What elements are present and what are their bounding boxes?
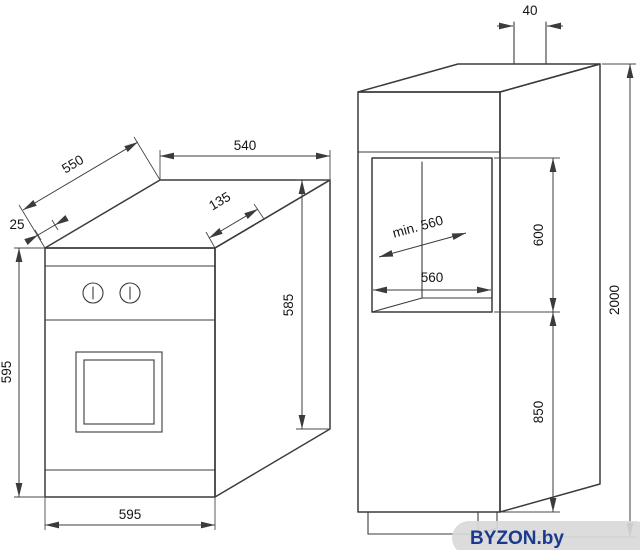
dim-cabinet-niche-height: 600 (494, 157, 560, 313)
extension-lines (205, 203, 265, 249)
extension-lines (494, 157, 560, 313)
dim-label-base-height: 850 (531, 401, 546, 424)
oven-drawing (44, 179, 331, 498)
dim-oven-front-lip: 25 (9, 215, 69, 245)
dim-label-vent-gap: 40 (522, 3, 537, 18)
watermark-pill (452, 521, 640, 550)
dim-oven-body-height: 585 (281, 179, 330, 430)
dim-label-niche-height: 600 (531, 224, 546, 247)
dim-oven-body-width: 540 (159, 138, 331, 180)
cabinet-front-face (357, 91, 501, 513)
dim-oven-front-width: 595 (44, 497, 216, 530)
dim-label-oven-body-height: 585 (281, 294, 296, 317)
dimension-line (208, 208, 259, 239)
leader-arrow-left (24, 234, 39, 245)
cabinet-drawing (357, 21, 601, 535)
watermark: BYZON.by (452, 521, 640, 550)
dim-label-niche-width: 560 (421, 270, 444, 285)
dim-oven-front-height: 595 (0, 247, 45, 498)
niche-opening (371, 157, 493, 313)
dim-oven-panel-depth: 135 (205, 189, 265, 249)
cabinet-top-face (357, 63, 601, 93)
knob-right (119, 282, 141, 304)
oven-door-window (75, 351, 163, 433)
dim-label-oven-body-width: 540 (234, 138, 257, 153)
vent-notch-lines (513, 21, 547, 65)
dim-label-oven-front-lip: 25 (9, 217, 24, 232)
dimension-line (22, 141, 139, 211)
knob-left (82, 282, 104, 304)
extension-lines (296, 179, 330, 430)
dim-label-oven-panel-depth: 135 (206, 189, 233, 213)
oven-door-window-inner (83, 359, 155, 425)
leader-arrow-right (54, 215, 69, 226)
dim-label-oven-front-height: 595 (0, 361, 14, 384)
watermark-text: BYZON.by (470, 528, 564, 549)
oven-top-face (44, 179, 331, 249)
oven-side-face (214, 179, 331, 498)
extension-lines (18, 136, 161, 249)
dimension-line (378, 232, 467, 258)
dim-label-oven-front-width: 595 (119, 507, 142, 522)
dim-cabinet-vent-gap: 40 (497, 3, 563, 30)
dim-cabinet-base-height: 850 (502, 312, 560, 513)
dim-label-total-height: 2000 (607, 285, 622, 315)
dim-cabinet-niche-width: 560 (373, 270, 491, 294)
oven-front-face (44, 247, 216, 498)
dimension-line (37, 224, 56, 236)
cabinet-side-face (499, 63, 601, 513)
niche-interior-lines (371, 161, 493, 313)
dim-label-oven-depth: 550 (59, 152, 86, 176)
extension-lines (159, 150, 331, 180)
dim-label-niche-depth: min. 560 (391, 213, 445, 241)
